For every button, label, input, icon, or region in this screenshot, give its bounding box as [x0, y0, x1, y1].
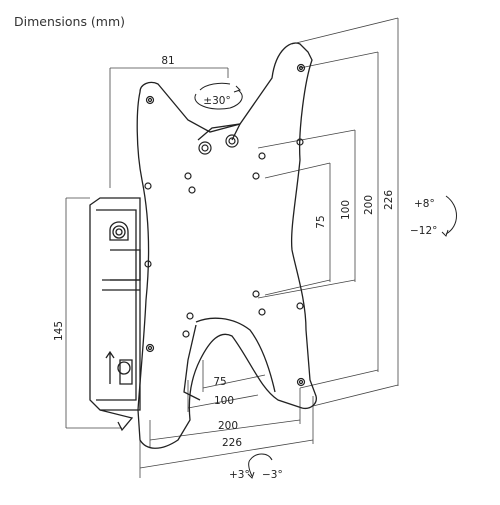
- angle-swivel-right: −3°: [262, 469, 283, 481]
- dim-plate-226-horizontal: 226: [222, 437, 242, 449]
- rotation-indicators: [194, 82, 457, 479]
- dim-vesa-75-horizontal: 75: [213, 376, 226, 388]
- dim-plate-226-vertical: 226: [383, 190, 395, 210]
- dimension-lines: [65, 17, 399, 478]
- dim-vesa-75-vertical: 75: [315, 215, 327, 228]
- angle-tilt-up: +8°: [414, 198, 435, 210]
- dim-vesa-100-vertical: 100: [340, 200, 352, 220]
- dim-vesa-100-horizontal: 100: [214, 395, 234, 407]
- vesa-plate: [136, 42, 317, 449]
- dim-vesa-200-horizontal: 200: [218, 420, 238, 432]
- mount-holes: [144, 63, 306, 387]
- dim-offset-top: 81: [161, 55, 174, 67]
- angle-rotation: ±30°: [203, 95, 230, 107]
- wall-plate: [89, 197, 141, 432]
- angle-tilt-down: −12°: [410, 225, 437, 237]
- diagram-title: Dimensions (mm): [14, 14, 125, 29]
- dim-wall-plate-height: 145: [53, 321, 65, 341]
- angle-swivel-left: +3°: [229, 469, 250, 481]
- dim-vesa-200-vertical: 200: [363, 195, 375, 215]
